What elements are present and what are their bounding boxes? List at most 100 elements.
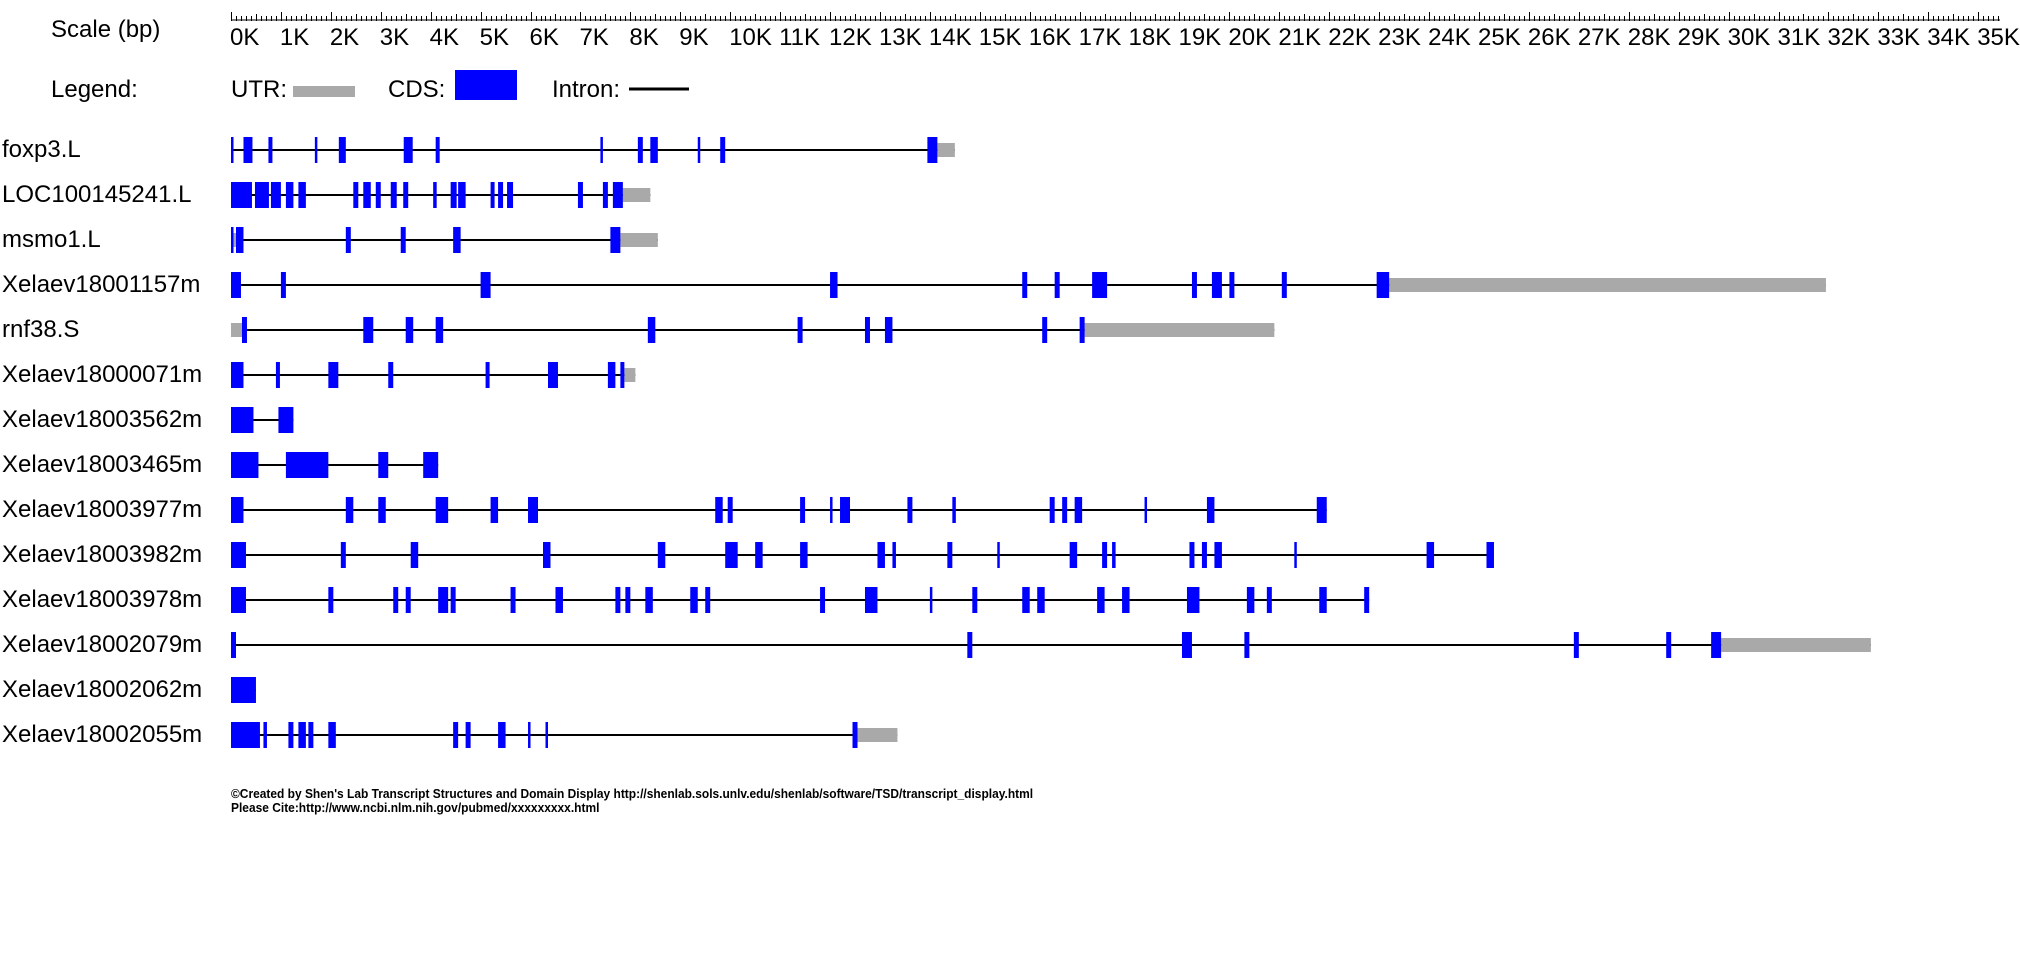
scale-label: Scale (bp) — [51, 16, 161, 43]
cds-block — [972, 587, 978, 613]
cds-block — [1666, 632, 1672, 658]
transcript-label: msmo1.L — [2, 226, 101, 253]
cds-block — [1376, 272, 1390, 298]
cds-block — [270, 182, 281, 208]
utr-block — [1721, 638, 1871, 652]
cds-block — [254, 182, 269, 208]
cds-block — [1244, 632, 1250, 658]
cds-block — [328, 722, 336, 748]
cds-block — [1122, 587, 1130, 613]
cds-block — [907, 497, 913, 523]
axis-tick-label: 16K — [1028, 24, 1072, 51]
cds-block — [852, 722, 858, 748]
cds-block — [1079, 317, 1085, 343]
cds-block — [820, 587, 826, 613]
cds-block — [231, 722, 260, 748]
cds-block — [929, 587, 933, 613]
axis-tick-label: 31K — [1777, 24, 1821, 51]
cds-block — [884, 317, 893, 343]
cds-block — [800, 542, 808, 568]
cds-block — [620, 362, 625, 388]
cds-block — [1711, 632, 1722, 658]
cds-block — [423, 452, 439, 478]
legend-cds-swatch — [455, 70, 517, 100]
transcript-label: rnf38.S — [2, 316, 80, 343]
cds-block — [1191, 272, 1197, 298]
cds-block — [498, 722, 506, 748]
axis-tick-label: 14K — [928, 24, 972, 51]
cds-block — [231, 182, 252, 208]
cds-block — [278, 407, 294, 433]
cds-block — [465, 722, 471, 748]
transcript-label: Xelaev18002055m — [2, 721, 203, 748]
cds-block — [410, 542, 419, 568]
cds-block — [435, 137, 440, 163]
utr-block — [620, 233, 658, 247]
cds-block — [650, 137, 658, 163]
cds-block — [378, 497, 386, 523]
cds-block — [450, 182, 457, 208]
axis-tick-label: 28K — [1627, 24, 1671, 51]
cds-block — [725, 542, 738, 568]
transcript-label: Xelaev18003977m — [2, 496, 203, 523]
cds-block — [755, 542, 763, 568]
axis-tick-label: 1K — [279, 24, 310, 51]
legend-intron-label: Intron: — [552, 76, 621, 103]
cds-block — [450, 587, 456, 613]
cds-block — [840, 497, 851, 523]
cds-block — [268, 137, 273, 163]
cds-block — [1319, 587, 1327, 613]
cds-block — [1206, 497, 1215, 523]
cds-block — [1364, 587, 1370, 613]
transcript-label: Xelaev18003978m — [2, 586, 203, 613]
cds-block — [1144, 497, 1148, 523]
cds-block — [947, 542, 953, 568]
cds-block — [1181, 632, 1192, 658]
transcript-label: LOC100145241.L — [2, 181, 192, 208]
cds-block — [615, 587, 621, 613]
cds-block — [1102, 542, 1108, 568]
transcript-label: Xelaev18001157m — [2, 271, 201, 298]
axis-tick-label: 25K — [1478, 24, 1521, 51]
axis-tick-label: 0K — [230, 24, 260, 51]
axis-tick-label: 10K — [729, 24, 772, 51]
transcript-label: Xelaev18003982m — [2, 541, 203, 568]
cds-block — [510, 587, 516, 613]
axis-tick-label: 30K — [1727, 24, 1771, 51]
axis-tick-label: 4K — [429, 24, 460, 51]
axis-tick-label: 5K — [479, 24, 509, 51]
transcript-label: foxp3.L — [2, 136, 81, 163]
cds-block — [480, 272, 491, 298]
cds-block — [625, 587, 631, 613]
cds-block — [830, 272, 838, 298]
cds-block — [243, 137, 253, 163]
cds-block — [235, 227, 244, 253]
cds-block — [927, 137, 938, 163]
utr-block — [1084, 323, 1275, 337]
cds-block — [1054, 272, 1060, 298]
cds-block — [363, 182, 371, 208]
cds-block — [1112, 542, 1116, 568]
cds-block — [1049, 497, 1055, 523]
utr-block — [937, 143, 955, 157]
cds-block — [645, 587, 653, 613]
cds-block — [435, 317, 444, 343]
cds-block — [1266, 587, 1272, 613]
axis-tick-label: 20K — [1228, 24, 1272, 51]
cds-block — [498, 182, 504, 208]
cds-block — [967, 632, 973, 658]
axis-tick-label: 2K — [329, 24, 360, 51]
cds-block — [577, 182, 583, 208]
cds-block — [705, 587, 711, 613]
cds-block — [314, 137, 318, 163]
cds-block — [715, 497, 723, 523]
legend-cds-label: CDS: — [388, 76, 446, 103]
cds-block — [1573, 632, 1579, 658]
axis-tick-label: 6K — [529, 24, 559, 51]
legend-utr-label: UTR: — [231, 76, 287, 103]
cds-block — [800, 497, 806, 523]
cds-block — [797, 317, 803, 343]
cds-block — [547, 362, 558, 388]
cds-block — [375, 182, 381, 208]
cds-block — [1186, 587, 1200, 613]
